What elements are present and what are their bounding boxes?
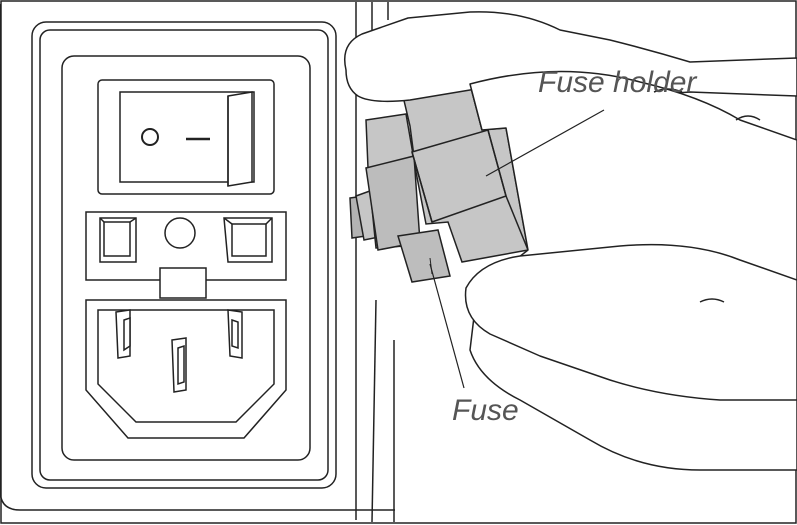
hand-illustration — [344, 11, 797, 471]
fuse-leader — [429, 263, 465, 389]
iec-inlet — [85, 299, 287, 439]
iec-pin-left — [115, 309, 131, 359]
fuse-holder-assembly — [349, 83, 529, 283]
switch-off-symbol — [141, 128, 159, 146]
fuse-cartridge — [397, 229, 451, 283]
iec-pin-earth — [171, 337, 187, 393]
leader-lines — [429, 109, 605, 389]
fuse-holder-label: Fuse holder — [538, 66, 697, 99]
switch-rocker-side — [227, 91, 253, 187]
index-finger — [464, 243, 797, 401]
fuse-drawer-slot — [85, 211, 287, 299]
thumb — [344, 11, 797, 103]
power-entry-module — [31, 21, 337, 489]
fuse-label: Fuse — [452, 394, 519, 427]
rocker-switch — [97, 79, 275, 195]
fuse-holder-leader — [485, 109, 605, 177]
iec-pin-right — [227, 309, 243, 359]
